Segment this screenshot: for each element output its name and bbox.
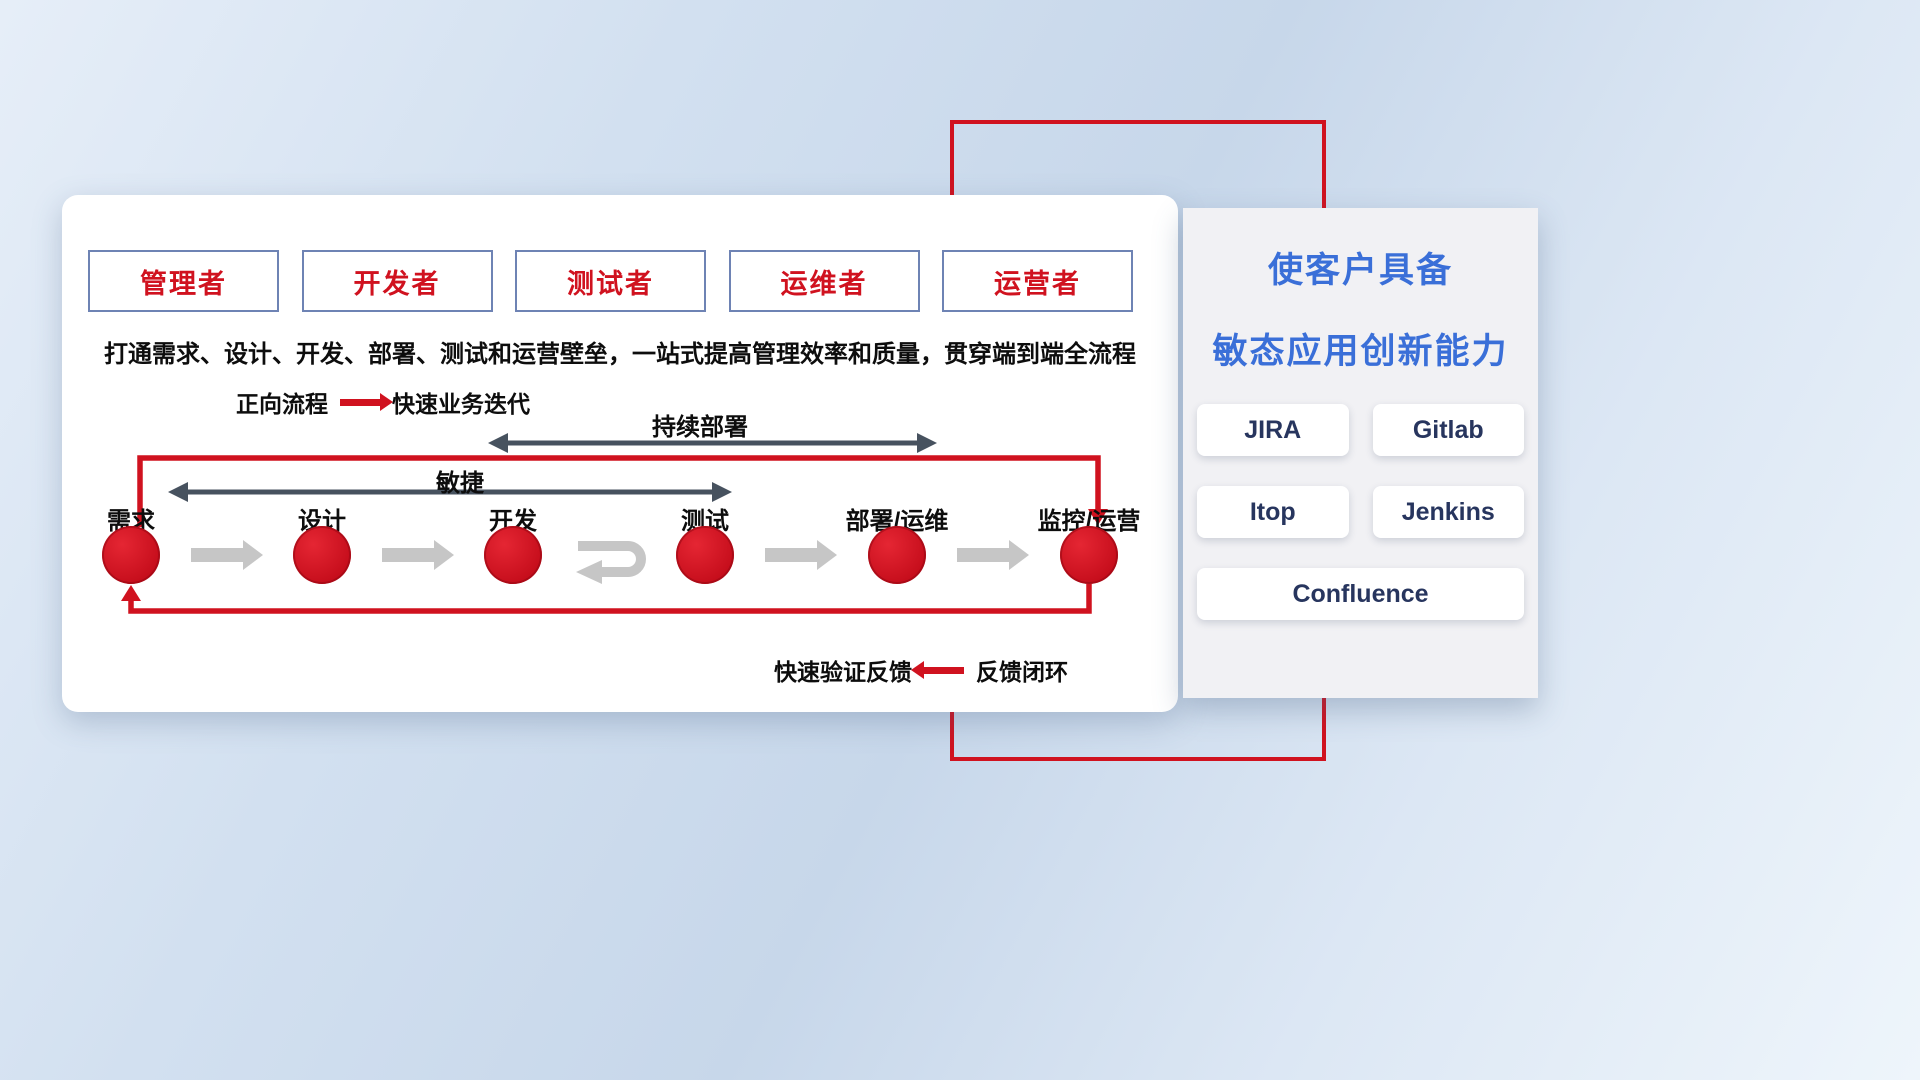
feedback-label: 快速验证反馈 <box>774 659 912 685</box>
agile-label: 敏捷 <box>436 470 484 497</box>
agile-arrow <box>168 482 732 502</box>
role-box-developer: 开发者 <box>301 250 493 312</box>
flow-diagram: 持续部署 敏捷 需求 设计 开发 测试 部署/运维 监控/运营 <box>62 414 1178 655</box>
step-arrow-1-icon <box>191 540 263 570</box>
step-arrow-4-icon <box>957 540 1029 570</box>
flow-arrows-svg <box>121 433 1108 614</box>
tool-box-itop: Itop <box>1197 486 1349 538</box>
red-arrowhead-down-icon <box>1088 509 1108 525</box>
capability-title-line2: 敏态应用创新能力 <box>1212 332 1509 371</box>
role-label-tester: 测试者 <box>567 268 654 299</box>
stage-circle-deploy-ops <box>868 526 926 584</box>
tool-box-confluence: Confluence <box>1197 568 1524 620</box>
capability-panel: 使客户具备 敏态应用创新能力 JIRA Gitlab Itop Jenkins … <box>1183 208 1538 698</box>
tool-grid: JIRA Gitlab Itop Jenkins Confluence <box>1197 404 1524 620</box>
devops-flow-panel: 管理者 开发者 测试者 运维者 运营者 打通需求、设计、开发、部署、测试和运营壁… <box>62 195 1178 712</box>
continuous-deploy-arrow <box>488 433 937 453</box>
capability-title-line1: 使客户具备 <box>1267 251 1453 290</box>
continuous-deploy-label: 持续部署 <box>652 414 748 441</box>
step-arrow-3-icon <box>765 540 837 570</box>
role-box-tester: 测试者 <box>515 250 706 312</box>
red-arrowhead-up-icon <box>121 585 141 601</box>
role-label-manager: 管理者 <box>140 268 227 299</box>
step-arrow-2-icon <box>382 540 454 570</box>
stage-circle-design <box>293 526 351 584</box>
red-flow-loop <box>128 455 1101 614</box>
feedback-value: 反馈闭环 <box>976 659 1068 685</box>
headline-text: 打通需求、设计、开发、部署、测试和运营壁垒，一站式提高管理效率和质量，贯穿端到端… <box>104 341 1136 368</box>
stage-circle-development <box>484 526 542 584</box>
forward-flow-value: 快速业务迭代 <box>392 391 530 417</box>
role-box-ops: 运维者 <box>728 250 920 312</box>
stage-circle-requirements <box>102 526 160 584</box>
stage-circle-testing <box>676 526 734 584</box>
role-label-operation: 运营者 <box>994 268 1081 299</box>
stage-circle-monitor-operation <box>1060 526 1118 584</box>
role-box-operation: 运营者 <box>942 250 1133 312</box>
forward-flow-legend: 正向流程 快速业务迭代 <box>236 385 530 419</box>
tool-box-gitlab: Gitlab <box>1372 404 1524 456</box>
tool-box-jira: JIRA <box>1197 404 1349 456</box>
roles-row: 管理者 开发者 测试者 运维者 运营者 <box>88 250 1133 312</box>
role-box-manager: 管理者 <box>88 250 279 312</box>
forward-arrow-icon <box>340 392 393 411</box>
iteration-loop-arrowhead-icon <box>576 560 602 584</box>
feedback-legend: 快速验证反馈 反馈闭环 <box>774 653 1068 687</box>
feedback-arrow-icon <box>911 660 964 679</box>
role-label-developer: 开发者 <box>353 268 441 299</box>
role-label-ops: 运维者 <box>780 268 868 299</box>
tool-box-jenkins: Jenkins <box>1372 486 1524 538</box>
iteration-loop-icon <box>578 541 646 577</box>
forward-flow-label: 正向流程 <box>236 391 328 417</box>
